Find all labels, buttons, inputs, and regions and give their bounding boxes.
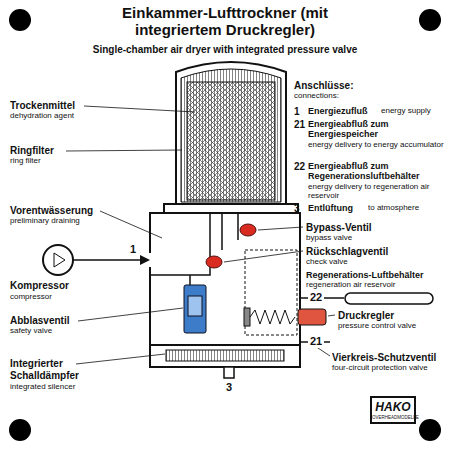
reservoir-shape <box>344 292 436 306</box>
port-number: 3 <box>224 381 234 394</box>
connection-name-en: energy delivery to regeneration air rese… <box>308 183 444 201</box>
corner-holes <box>9 9 441 441</box>
dryer-dome <box>176 62 286 206</box>
compressor-circle <box>10 242 110 278</box>
legend-heading-en: connections: <box>294 92 339 101</box>
node-title: Regenerations-Luftbehälter <box>306 270 444 280</box>
part-name-en: safety valve <box>10 327 52 336</box>
connection-name-en: to atmosphere <box>368 204 419 213</box>
part-name: Integrierter Schalldämpfer <box>10 358 88 381</box>
part-name: Abblasventil <box>10 315 69 327</box>
connection-name: Energieabfluß zum Energiespeicher <box>308 119 444 140</box>
legend-heading: Anschlüsse: <box>294 80 353 92</box>
node-subtitle: OVERHEADMODELLE <box>372 415 414 420</box>
title: Einkammer-Lufttrockner (mit integriertem… <box>105 4 345 39</box>
compressor-symbol: Kompressorcompressor <box>10 242 110 301</box>
connection-name-en: energy delivery to energy accumulator <box>308 141 444 150</box>
connection-name: Entlüftung <box>308 203 353 213</box>
node-title: HAKO <box>372 401 414 415</box>
part-name: Vorentwässerung <box>10 205 93 217</box>
subtitle: Single-chamber air dryer with integrated… <box>0 44 450 56</box>
part-name: Vierkreis-Schutzventil <box>332 352 436 364</box>
part-name: Bypass-Ventil <box>306 222 372 234</box>
part-name: Druckregler <box>338 310 394 322</box>
part-name-en: dehydration agent <box>10 112 74 121</box>
node-subtitle: compressor <box>10 292 110 301</box>
part-name-en: ring filter <box>10 157 41 166</box>
part-name-en: integrated silencer <box>10 383 75 392</box>
port-number: 21 <box>294 119 305 131</box>
logo-box: HAKOOVERHEADMODELLE <box>370 396 416 424</box>
node-title: Kompressor <box>10 280 110 292</box>
port-number: 22 <box>308 291 324 304</box>
part-name: Ringfilter <box>10 145 54 157</box>
connection-name: Energieabfluß zum Regenerationsluftbehäl… <box>308 161 444 182</box>
part-name-en: bypass valve <box>306 234 352 243</box>
node-subtitle: regeneration air reservoir <box>306 280 444 289</box>
silencer <box>150 345 300 378</box>
pressure-regulator <box>244 308 326 326</box>
port-number: 1 <box>128 243 138 256</box>
connection-name: Energiezufluß <box>308 106 368 116</box>
reservoir-symbol: Regenerations-Luftbehälterregeneration a… <box>306 270 444 306</box>
part-name: Trockenmittel <box>10 100 75 112</box>
safety-valve <box>184 285 206 333</box>
port-number: 21 <box>308 335 324 348</box>
dryer-body <box>150 204 300 345</box>
connection-name-en: energy supply <box>381 107 431 116</box>
leader-lines <box>66 106 335 364</box>
port-number: 1 <box>294 106 300 118</box>
part-name-en: pressure control valve <box>338 322 416 331</box>
part-name-en: four-circuit protection valve <box>332 364 428 373</box>
part-name-en: check valve <box>306 258 348 267</box>
port-number: 3 <box>294 203 300 215</box>
compressor-line <box>73 255 150 265</box>
port-number: 22 <box>294 161 305 173</box>
part-name-en: preliminary draining <box>10 217 80 226</box>
part-name: Rückschlagventil <box>306 246 388 258</box>
